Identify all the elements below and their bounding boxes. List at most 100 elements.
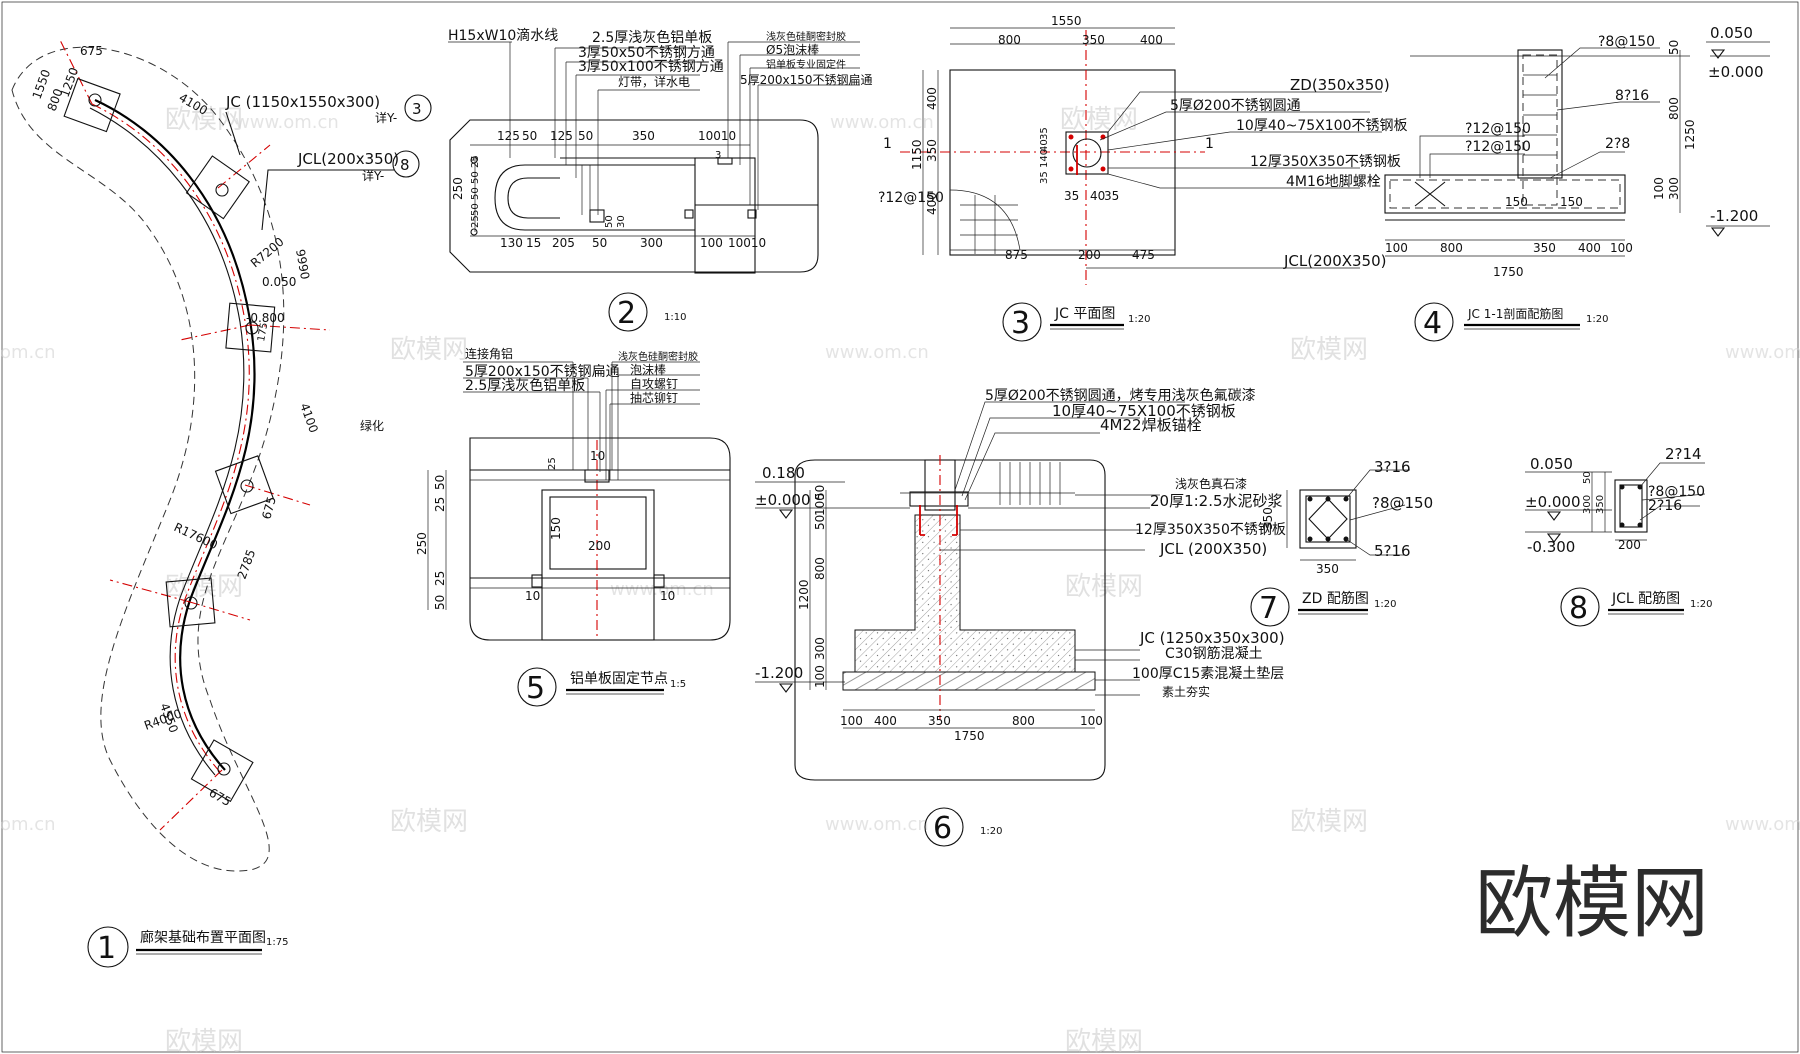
- watermark-text: 欧模网: [1065, 1027, 1143, 1054]
- watermark-url: om.cn: [0, 814, 56, 835]
- dim-label: 350: [1082, 33, 1105, 47]
- dim-label: 50: [604, 215, 615, 228]
- watermark-url: www.om.cn: [1725, 814, 1800, 835]
- dim-label: 200: [1618, 538, 1641, 552]
- watermark-url: om.cn: [0, 342, 56, 363]
- dim-label: 25: [470, 155, 481, 168]
- callout: 20厚1:2.5水泥砂浆: [1150, 492, 1283, 510]
- callout: 浅灰色真石漆: [1175, 477, 1247, 491]
- callout: 4M16地脚螺栓: [1286, 174, 1381, 190]
- dim-label: 100: [840, 714, 863, 728]
- callout: 12厚350X350不锈钢板: [1250, 154, 1401, 170]
- callout: ZD(350x350): [1290, 76, 1390, 94]
- callout: 10厚40~75X100不锈钢板: [1236, 118, 1408, 134]
- dim-label: 10: [590, 449, 605, 463]
- dim-label: 1750: [1493, 265, 1524, 279]
- drawing-2-beam-section: 125 50 125 50 350 10010 3 130 15 205 50 …: [448, 27, 873, 332]
- drawing-number: 4: [1423, 306, 1442, 341]
- callout: C30钢筋混凝土: [1165, 645, 1263, 662]
- dim-label: 35: [1064, 189, 1079, 203]
- dim-label: 1550: [1051, 14, 1082, 28]
- drawing-number: 8: [1569, 591, 1588, 626]
- rebar-label: ?12@150: [878, 190, 944, 206]
- dim-label: 350: [1595, 495, 1606, 514]
- callout: 2?14: [1665, 445, 1702, 463]
- callout: 自攻螺钉: [630, 377, 678, 391]
- drawing-4-jc-section: 50 800 1250 300 100 150 150 100 800 350 …: [1384, 24, 1770, 342]
- drawing-scale: 1:20: [1690, 599, 1712, 610]
- dim-label: 1750: [954, 729, 985, 743]
- watermark-url: www.om.cn: [610, 579, 714, 600]
- callout: 连接角铝: [465, 346, 513, 361]
- watermark-url: www.om.cn: [825, 814, 929, 835]
- dim-label: 350: [632, 129, 655, 143]
- detail-ref: 详Y-: [375, 110, 397, 125]
- dim-label: 130: [500, 236, 523, 250]
- drawing-title: 廊架基础布置平面图: [140, 929, 266, 946]
- level-label: 0.180: [762, 464, 805, 482]
- dim-label: 350: [925, 139, 939, 162]
- dim-label: 50: [1582, 471, 1593, 484]
- drawing-6-foundation-section: 0.180 ±0.000 -1.200 50 100 50 800 1200 3…: [755, 387, 1286, 847]
- callout: 3厚50x100不锈钢方通: [578, 59, 724, 75]
- dim-label: R7200: [248, 235, 287, 271]
- dim-label: 40: [1090, 189, 1105, 203]
- dim-label: 100: [813, 493, 827, 516]
- callout: 10厚40~75X100不锈钢板: [1052, 402, 1236, 420]
- dim-label: 250: [451, 177, 465, 200]
- dim-label: 25: [547, 457, 558, 470]
- dim-label: 800: [1667, 97, 1681, 120]
- callout: 浅灰色硅酮密封胶: [618, 350, 698, 363]
- callout: 抽芯铆钉: [630, 390, 678, 405]
- callout: 5厚Ø200不锈钢圆通: [1170, 98, 1301, 114]
- watermark-text: 欧模网: [1060, 105, 1138, 135]
- watermark-text: 欧模网: [165, 572, 243, 602]
- dim-label: 10010: [698, 129, 736, 143]
- watermark-text: 欧模网: [1290, 335, 1368, 365]
- dim-label: R17600: [172, 520, 220, 552]
- level-label: -1.200: [755, 664, 803, 682]
- dim-label: 800: [998, 33, 1021, 47]
- dim-label: 30: [616, 215, 627, 228]
- dim-label: 200: [1078, 248, 1101, 262]
- detail-ref-num: 8: [400, 156, 410, 174]
- dim-label: 140: [1039, 149, 1050, 168]
- drawing-5-panel-joint: 200 150 250 50 25 25 50 10 10 10 25 连接角铝…: [415, 346, 731, 707]
- dim-label: 350: [928, 714, 951, 728]
- callout: 4M22焊板锚栓: [1100, 416, 1202, 434]
- dim-label: 675: [259, 495, 278, 521]
- dim-label: 40: [1039, 139, 1050, 152]
- callout: 浅灰色硅酮密封胶: [766, 30, 846, 43]
- level-label: 0.050: [1710, 24, 1753, 42]
- dim-label: 400: [925, 192, 939, 215]
- watermark-url: www.om.cn: [830, 112, 934, 133]
- dim-label: 100: [1385, 241, 1408, 255]
- callout: JC (1250x350x300): [1139, 629, 1285, 647]
- dim-label: 25: [433, 571, 447, 586]
- dim-label: 875: [1005, 248, 1028, 262]
- callout: 2.5厚浅灰色铝单板: [592, 29, 712, 46]
- drawing-scale: 1:20: [1374, 599, 1396, 610]
- callout: 2?16: [1648, 498, 1682, 514]
- dim-label: 100: [1080, 714, 1103, 728]
- callout: ?12@150: [1465, 139, 1531, 155]
- dim-label: 35: [1104, 189, 1119, 203]
- dim-label: 9990: [293, 248, 312, 281]
- dim-label: 800: [1440, 241, 1463, 255]
- drawing-number: 1: [97, 931, 116, 966]
- watermark-text: 欧模网: [165, 1027, 243, 1054]
- drawing-8-jcl-rebar: 200 50 300 350 2?14 ?8@150 2?16 0.050 ±0…: [1525, 445, 1712, 627]
- dim-label: 1200: [797, 579, 811, 610]
- dim-label: 50: [433, 595, 447, 610]
- drawing-number: 2: [617, 296, 636, 331]
- dim-label: 150: [549, 517, 563, 540]
- level-label: -1.200: [1710, 207, 1758, 225]
- dim-label: 100: [813, 665, 827, 688]
- dim-label: 2785: [235, 548, 259, 581]
- drawing-scale: 1:20: [1128, 314, 1150, 325]
- dim-label: 300: [640, 236, 663, 250]
- dim-label: 10: [660, 589, 675, 603]
- dim-label: 50: [1667, 40, 1681, 55]
- dim-label: 50: [433, 475, 447, 490]
